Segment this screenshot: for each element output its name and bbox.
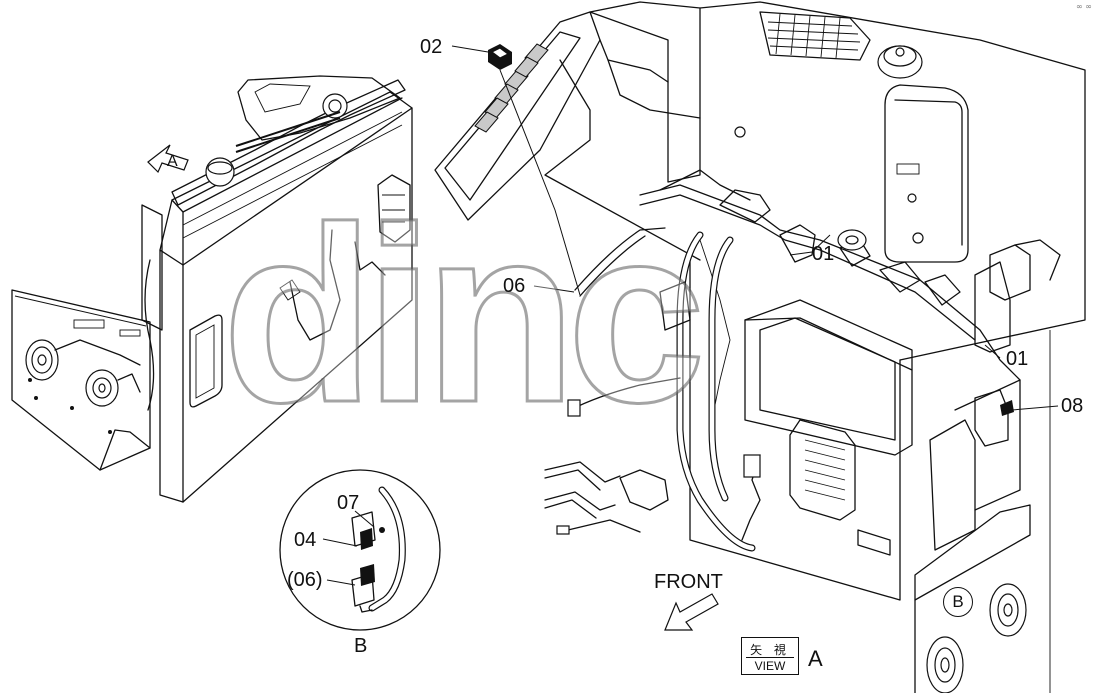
watermark: dinc <box>221 175 708 454</box>
label-part-01-mid: 01 <box>1006 348 1029 370</box>
detail-b-marker: B <box>943 587 973 617</box>
view-divider <box>746 657 794 658</box>
leader-lines <box>322 45 1059 586</box>
label-part-01-top: 01 <box>812 243 835 265</box>
label-view-a-arrow: A <box>167 153 178 170</box>
label-part-04: 04 <box>294 529 317 551</box>
view-en-text: VIEW <box>754 659 786 673</box>
label-detail-b: B <box>354 635 368 657</box>
view-a-arrow-icon <box>147 144 189 174</box>
front-arrow-icon <box>664 593 719 631</box>
corner-mark: ∞ ∞ <box>1076 2 1092 11</box>
detail-b-circle <box>279 469 441 631</box>
view-a-box: 矢 視 VIEW <box>741 637 799 675</box>
label-part-07: 07 <box>337 492 360 514</box>
label-front: FRONT <box>654 571 723 593</box>
label-part-06: 06 <box>503 275 526 297</box>
main-assembly <box>434 1 1086 693</box>
label-part-08: 08 <box>1061 395 1084 417</box>
view-a-assembly <box>11 75 413 503</box>
label-part-02: 02 <box>420 36 443 58</box>
view-a-letter: A <box>808 646 823 671</box>
view-jp-text: 矢 視 <box>750 643 790 657</box>
label-part-06-ref: (06) <box>287 569 323 591</box>
